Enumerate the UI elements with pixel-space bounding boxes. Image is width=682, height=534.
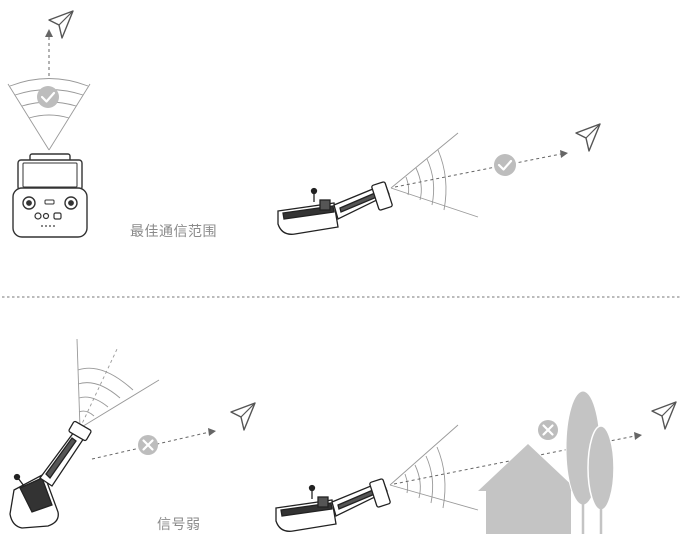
remote-controller-tilted: [9, 420, 92, 529]
signal-beam: [76, 338, 160, 429]
remote-controller-front: [12, 153, 88, 238]
paper-plane-icon: [651, 401, 677, 430]
house-obstacle: [478, 444, 578, 534]
best-range-caption: 最佳通信范围: [130, 224, 217, 240]
check-circle-icon: [494, 154, 516, 176]
paper-plane-icon: [48, 10, 74, 39]
check-circle-icon: [37, 86, 59, 108]
signal-beam: [389, 424, 479, 511]
signal-beam: [7, 78, 91, 151]
signal-beam: [390, 132, 479, 218]
controller-obstructed-group: [275, 390, 677, 534]
controller-right-good-group: [277, 123, 601, 235]
controller-up-group: [7, 10, 91, 238]
controller-wrong-direction-group: [9, 338, 256, 529]
remote-controller-side: [277, 181, 393, 235]
remote-controller-side: [275, 478, 391, 532]
paper-plane-icon: [575, 123, 601, 152]
tree-obstacle: [565, 390, 615, 534]
paper-plane-icon: [230, 402, 256, 431]
weak-signal-caption: 信号弱: [157, 517, 201, 533]
